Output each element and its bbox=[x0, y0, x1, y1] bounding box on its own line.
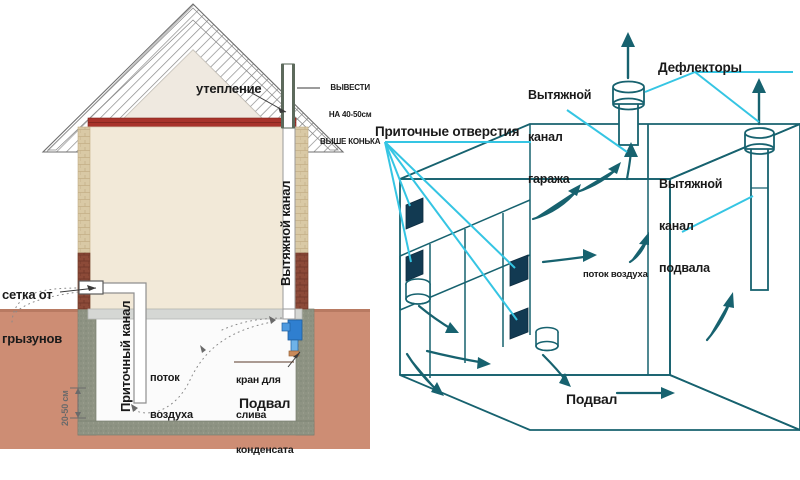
airflow-left-line-1: поток bbox=[150, 371, 180, 384]
label-garage-exhaust: Вытяжной канал гаража bbox=[528, 60, 591, 214]
basement-exhaust-line-2: канал bbox=[659, 219, 694, 233]
label-insulation: утепление bbox=[196, 81, 262, 96]
airflow-arrows bbox=[405, 142, 734, 399]
garage-exhaust-line-3: гаража bbox=[528, 172, 570, 186]
label-condensate-valve: кран для слива конденсата bbox=[236, 351, 294, 480]
deflector-cap bbox=[744, 127, 775, 139]
basement-ceiling-slab bbox=[87, 308, 303, 320]
cyan-leaders bbox=[384, 71, 793, 321]
floor-vent bbox=[405, 278, 431, 305]
label-supply-duct: Приточный канал bbox=[118, 300, 133, 412]
dimension-marker bbox=[70, 387, 86, 419]
label-dimension: 20-50 см bbox=[60, 390, 70, 426]
exhaust-duct bbox=[281, 63, 296, 320]
label-chimney-note: ВЫВЕСТИ НА 40-50см ВЫШЕ КОНЬКА bbox=[320, 66, 381, 164]
house-walls bbox=[77, 126, 309, 310]
chimney-note-line-3: ВЫШЕ КОНЬКА bbox=[320, 136, 381, 146]
condensate-line-2: слива bbox=[236, 408, 267, 421]
garage-exhaust-line-2: канал bbox=[528, 130, 563, 144]
condensate-line-3: конденсата bbox=[236, 444, 294, 456]
foundation-walls bbox=[77, 308, 315, 436]
intake-openings bbox=[405, 197, 529, 340]
basement-duct-leader bbox=[681, 195, 754, 233]
box-floor-face bbox=[399, 374, 800, 431]
label-basement-right: Подвал bbox=[566, 391, 618, 407]
label-basement-left: Подвал bbox=[239, 395, 291, 411]
label-rodent-mesh: сетка от грызунов bbox=[2, 259, 62, 375]
floor-vent bbox=[535, 326, 559, 352]
label-airflow-left: поток воздуха bbox=[150, 347, 193, 446]
rodent-mesh-line-2: грызунов bbox=[2, 330, 63, 346]
deflector-leader-right bbox=[694, 71, 760, 123]
airflow-path bbox=[11, 287, 285, 414]
basement-interior bbox=[92, 316, 302, 429]
basement-exhaust-line-1: Вытяжной bbox=[659, 177, 723, 191]
garage-exhaust-duct bbox=[612, 80, 645, 146]
leader-lines bbox=[59, 87, 320, 368]
left-section-diagram bbox=[0, 3, 370, 449]
basement-exhaust-duct bbox=[744, 127, 775, 291]
rodent-mesh-line-1: сетка от bbox=[2, 287, 53, 303]
chimney-note-line-2: НА 40-50см bbox=[328, 109, 372, 119]
label-exhaust-duct: Вытяжной канал bbox=[278, 180, 293, 286]
deflector-leader-left bbox=[644, 71, 696, 93]
diagram-canvas: утепление ВЫВЕСТИ НА 40-50см ВЫШЕ КОНЬКА… bbox=[0, 3, 800, 456]
label-intake-openings: Приточные отверстия bbox=[375, 124, 520, 139]
exhaust-up-arrow bbox=[621, 32, 766, 126]
garage-duct-leader bbox=[566, 109, 628, 153]
condensate-line-1: кран для bbox=[236, 373, 281, 386]
garage-exhaust-line-1: Вытяжной bbox=[528, 88, 592, 102]
right-isometric-diagram bbox=[384, 32, 800, 431]
airflow-left-line-2: воздуха bbox=[150, 408, 193, 421]
insulation-layer bbox=[87, 117, 297, 128]
label-deflectors: Дефлекторы bbox=[658, 60, 742, 75]
intake-opening bbox=[509, 254, 529, 287]
deflector-cap bbox=[612, 80, 645, 94]
label-basement-exhaust: Вытяжной канал подвала bbox=[659, 149, 722, 303]
airflow-arrowheads bbox=[131, 316, 276, 412]
label-airflow-right: поток воздуха bbox=[583, 269, 648, 280]
chimney-note-line-1: ВЫВЕСТИ bbox=[330, 82, 370, 92]
supply-duct bbox=[78, 280, 147, 404]
basement-exhaust-line-3: подвала bbox=[659, 261, 710, 275]
